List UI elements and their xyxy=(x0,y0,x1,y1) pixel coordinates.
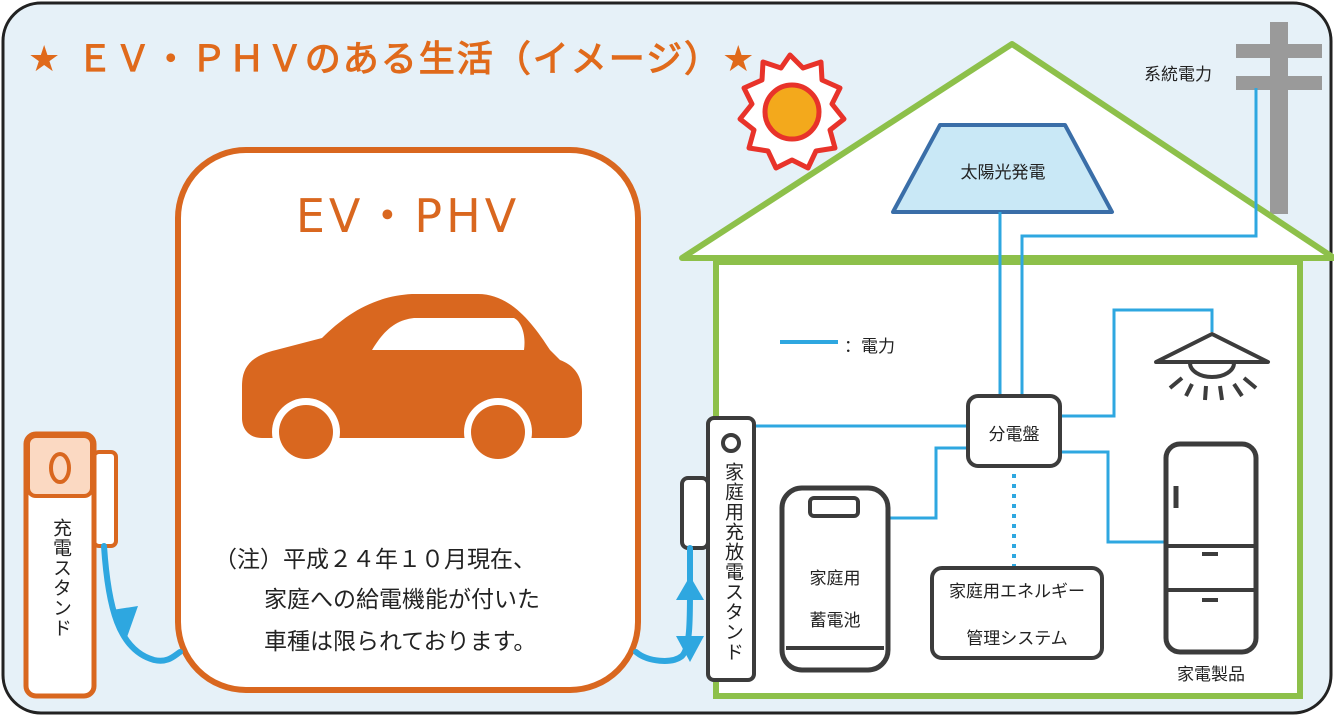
ev-note-line-2: 家庭への給電機能が付いた xyxy=(264,587,540,613)
panel-label: 分電盤 xyxy=(988,425,1040,445)
ev-phv-heading: EV・PHV xyxy=(295,189,521,243)
legend-power-label: ：電力 xyxy=(844,337,895,357)
charging-stand-label: 充電スタンド xyxy=(50,518,72,638)
appliance-label: 家電製品 xyxy=(1177,665,1245,685)
utility-pole-icon xyxy=(1236,22,1322,214)
distribution-panel xyxy=(966,394,1062,468)
battery-label-line-1: 家庭用 xyxy=(809,569,861,589)
ceiling-lamp-icon xyxy=(1154,332,1270,401)
arrow-down-icon xyxy=(112,606,138,640)
power-lines xyxy=(754,88,1258,544)
hems-box xyxy=(930,566,1104,660)
hems-label-line-2: 管理システム xyxy=(966,629,1068,649)
home-charge-stand-icon xyxy=(680,416,756,682)
home-battery-icon xyxy=(779,485,891,673)
ev-note-line-3: 車種は限られております。 xyxy=(264,629,537,655)
arrow-down-icon xyxy=(676,636,704,662)
charging-stand-icon xyxy=(23,431,118,699)
car-icon xyxy=(242,294,582,466)
battery-label-line-2: 蓄電池 xyxy=(809,611,861,631)
sun-icon xyxy=(737,52,847,171)
cable-arrows xyxy=(112,576,704,662)
home-charge-stand-label: 家庭用充放電スタンド xyxy=(722,462,744,662)
grid-power-label: 系統電力 xyxy=(1144,65,1212,85)
refrigerator-icon xyxy=(1163,441,1259,655)
arrow-up-icon xyxy=(676,576,704,600)
ev-note-line-1: （注）平成２４年１０月現在、 xyxy=(214,547,536,573)
hems-label-line-1: 家庭用エネルギー xyxy=(949,582,1085,602)
solar-label: 太陽光発電 xyxy=(960,163,1046,183)
diagram-title: ★ ＥＶ・ＰＨＶのある生活（イメージ）★ xyxy=(28,39,757,80)
solar-panel-icon xyxy=(891,123,1114,214)
